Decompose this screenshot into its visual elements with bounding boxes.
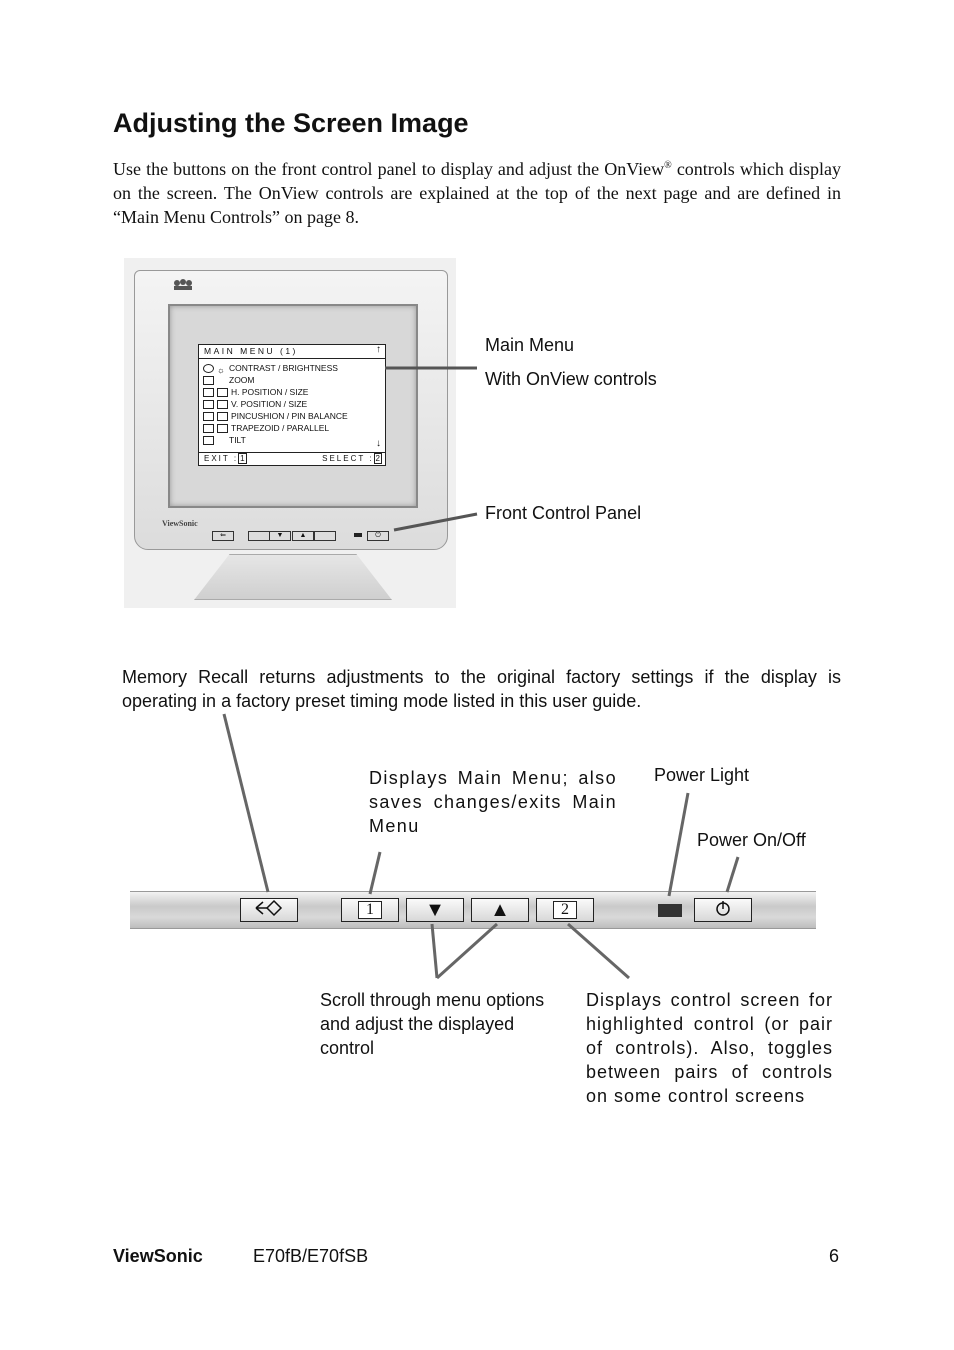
osd-item: PINCUSHION / PIN BALANCE (203, 411, 348, 422)
mini-down-icon: ▼ (269, 531, 291, 541)
up-arrow-icon: ▲ (490, 898, 510, 921)
osd-exit: EXIT :1 (204, 453, 247, 464)
button-1[interactable]: 1 (341, 898, 399, 922)
v-size-icon (217, 400, 228, 410)
monitor-brand: ViewSonic (162, 519, 198, 528)
spacer (217, 377, 226, 385)
callout-displays-control: Displays control screen for highlighted … (586, 990, 833, 1106)
down-button[interactable]: ▼ (406, 898, 464, 922)
callout-displays-main-menu: Displays Main Menu; also saves changes/e… (369, 768, 617, 836)
osd-select-key: 2 (373, 453, 382, 464)
down-arrow-icon: ▼ (425, 898, 445, 921)
osd-item: ☼CONTRAST / BRIGHTNESS (203, 363, 338, 376)
intro-text-1: Use the buttons on the front control pan… (113, 159, 665, 179)
monitor-illustration: MAIN MENU (1) ↑ ☼CONTRAST / BRIGHTNESS Z… (124, 258, 456, 608)
osd-main-menu: MAIN MENU (1) ↑ ☼CONTRAST / BRIGHTNESS Z… (198, 344, 386, 466)
callout-power-onoff: Power On/Off (697, 830, 806, 850)
parallel-icon (217, 424, 228, 434)
mini-up-icon: ▲ (292, 531, 314, 541)
mini-memory-icon: ⇐ (212, 531, 234, 541)
callout-scroll: Scroll through menu options and adjust t… (320, 990, 545, 1058)
button-1-label: 1 (358, 901, 382, 919)
osd-item-label: PINCUSHION / PIN BALANCE (231, 411, 348, 421)
arrow-down-icon: ↓ (376, 438, 381, 449)
page-title: Adjusting the Screen Image (113, 108, 469, 138)
osd-select: SELECT :2 (322, 453, 382, 464)
osd-title-bar: MAIN MENU (1) ↑ (199, 344, 385, 359)
mini-front-panel: ⇐ ▼ ▲ ⏻ (212, 531, 392, 541)
osd-item-label: TRAPEZOID / PARALLEL (231, 423, 330, 433)
callout-power-light: Power Light (654, 765, 750, 785)
osd-item-label: CONTRAST / BRIGHTNESS (229, 363, 338, 373)
pincushion-icon (203, 412, 214, 422)
mini-power-icon: ⏻ (367, 531, 389, 541)
callout-onview: With OnView controls (485, 369, 657, 389)
v-position-icon (203, 400, 214, 410)
osd-item-label: H. POSITION / SIZE (231, 387, 309, 397)
registered-mark: ® (664, 160, 672, 171)
memory-recall-button[interactable] (240, 898, 298, 922)
callout-main-menu: Main Menu (485, 335, 575, 355)
lower-leader-lines (222, 713, 740, 980)
osd-item: TRAPEZOID / PARALLEL (203, 423, 330, 434)
contrast-icon (203, 364, 214, 374)
trapezoid-icon (203, 424, 214, 434)
h-size-icon (217, 388, 228, 398)
pin-balance-icon (217, 412, 228, 422)
intro-text-2: controls which display on the screen. Th… (113, 159, 841, 227)
osd-exit-key: 1 (238, 453, 247, 464)
osd-select-label: SELECT : (322, 454, 374, 463)
zoom-icon (203, 376, 214, 386)
mini-power-light (354, 533, 362, 537)
osd-footer-bar: EXIT :1 SELECT :2 (199, 452, 385, 465)
osd-title: MAIN MENU (1) (204, 346, 298, 356)
osd-exit-label: EXIT : (204, 454, 239, 463)
osd-item-label: V. POSITION / SIZE (231, 399, 308, 409)
memory-recall-icon (254, 899, 284, 922)
footer-model: E70fB/E70fSB (253, 1246, 369, 1266)
footer-brand: ViewSonic (113, 1246, 203, 1266)
footer-page-number: 6 (829, 1246, 840, 1266)
osd-item: H. POSITION / SIZE (203, 387, 309, 398)
birds-logo-icon (172, 278, 194, 292)
osd-item: V. POSITION / SIZE (203, 399, 308, 410)
power-icon (714, 899, 732, 922)
osd-item-label: TILT (229, 435, 246, 445)
button-2[interactable]: 2 (536, 898, 594, 922)
arrow-up-icon: ↑ (376, 344, 381, 355)
spacer (217, 437, 226, 445)
mini-btn-2 (314, 531, 336, 541)
power-light (658, 904, 682, 917)
callout-front-panel: Front Control Panel (485, 503, 642, 523)
intro-paragraph: Use the buttons on the front control pan… (113, 154, 841, 229)
upper-leader-lines (385, 366, 478, 532)
osd-item: ZOOM (203, 375, 255, 386)
monitor-stand (194, 554, 392, 600)
osd-item: TILT (203, 435, 246, 446)
osd-items: ☼CONTRAST / BRIGHTNESS ZOOM H. POSITION … (203, 363, 381, 451)
h-position-icon (203, 388, 214, 398)
brightness-icon: ☼ (217, 365, 226, 376)
tilt-icon (203, 436, 214, 446)
callout-memory-recall: Memory Recall returns adjustments to the… (122, 667, 841, 711)
power-button[interactable] (694, 898, 752, 922)
button-2-label: 2 (553, 901, 577, 919)
osd-item-label: ZOOM (229, 375, 255, 385)
up-button[interactable]: ▲ (471, 898, 529, 922)
